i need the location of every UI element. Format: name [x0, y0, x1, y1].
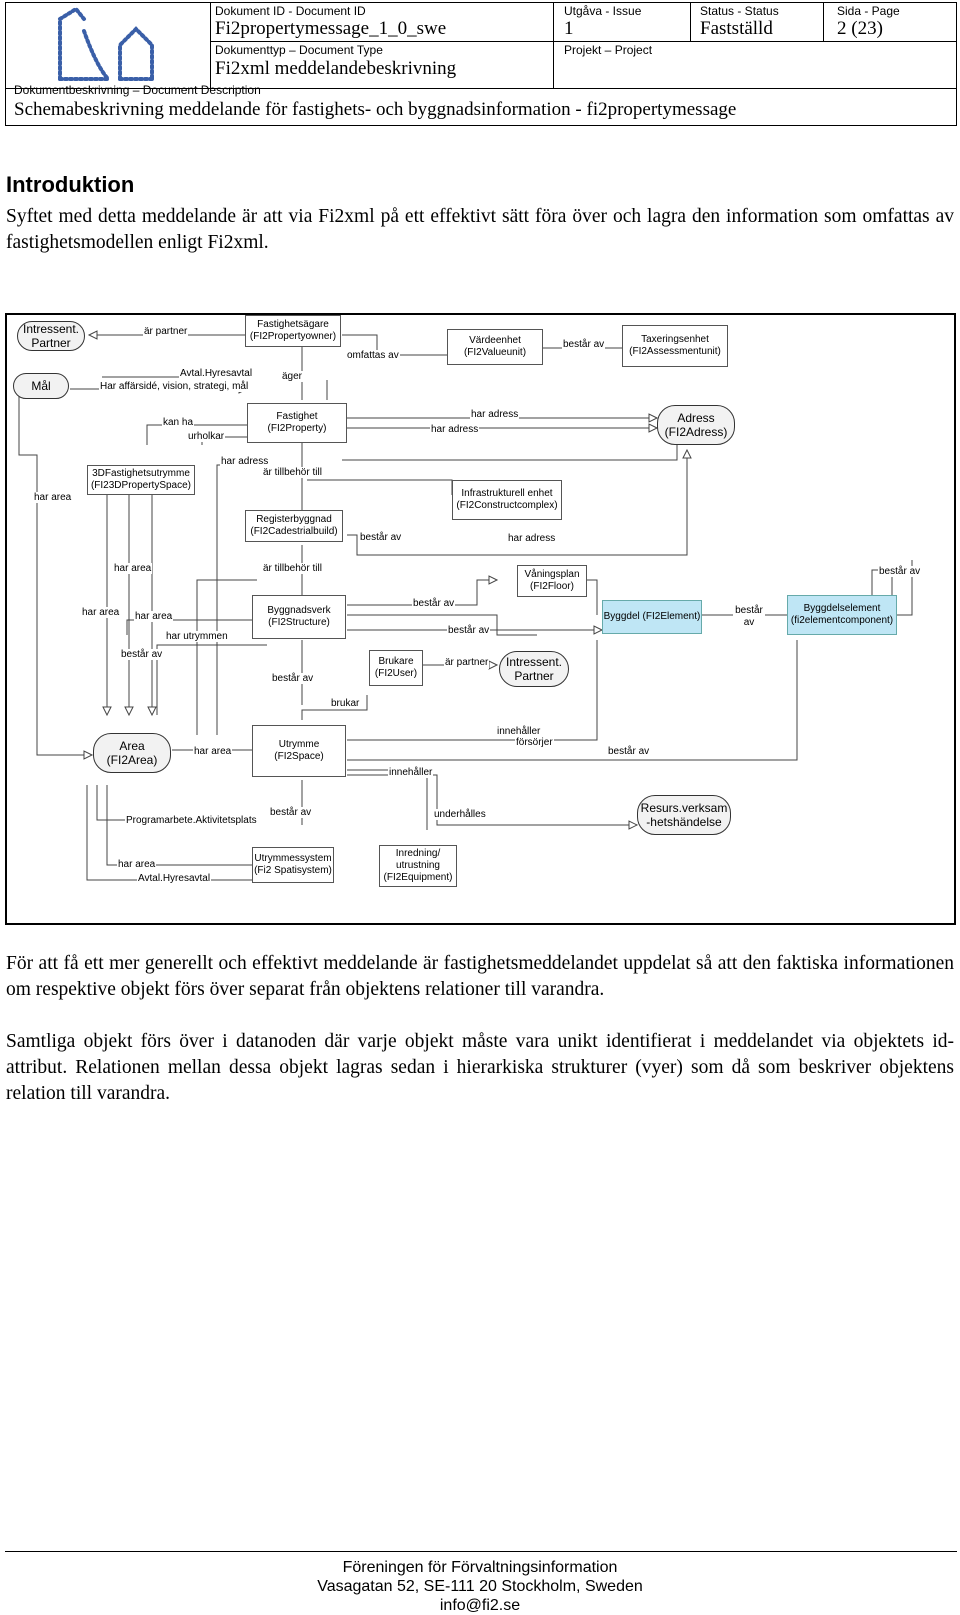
utrymme-box: Utrymme(FI2Space) — [252, 725, 346, 777]
page-label: Sida - Page — [837, 4, 900, 18]
relation-label: består av — [359, 532, 403, 543]
status: Fastställd — [700, 18, 773, 39]
description-label: Dokumentbeskrivning – Document Descripti… — [14, 83, 261, 97]
relation-label: har adress — [430, 424, 480, 435]
relation-label: är tillbehör till — [262, 467, 323, 478]
footer-divider — [5, 1551, 957, 1552]
fi2-house-logo-icon — [58, 6, 154, 81]
intro-paragraph: Syftet med detta meddelande är att via F… — [6, 206, 954, 253]
brukare-box: Brukare(FI2User) — [369, 650, 423, 686]
relation-label: innehåller — [388, 767, 434, 778]
relation-label: består av — [269, 807, 313, 818]
relation-label: består av — [120, 649, 164, 660]
relation-label: Har affärsidé, vision, strategi, mål — [99, 381, 250, 392]
description: Schemabeskrivning meddelande för fastigh… — [14, 99, 737, 120]
issue-label: Utgåva - Issue — [564, 4, 642, 18]
footer-address: Vasagatan 52, SE-111 20 Stockholm, Swede… — [317, 1578, 643, 1595]
byggdel-box: Byggdel (FI2Element) — [602, 600, 702, 634]
relation-label: är partner — [444, 657, 490, 669]
fastighet-box: Fastighet(FI2Property) — [247, 403, 347, 443]
fastighetsagare-box: Fastighetsägare(FI2Propertyowner) — [245, 315, 341, 347]
paragraph-2: För att få ett mer generellt och effekti… — [6, 953, 954, 1000]
footer-org: Föreningen för Förvaltningsinformation — [342, 1559, 618, 1576]
utrymmessystem-box: Utrymmessystem(Fi2 Spatisystem) — [252, 847, 334, 883]
relation-label: består av — [447, 625, 491, 636]
infrastrukturell-enhet-box: Infrastrukturell enhet(FI2Constructcompl… — [452, 480, 562, 520]
relation-label: består av — [271, 673, 315, 684]
paragraph-3: Samtliga objekt förs över i datanoden dä… — [6, 1031, 954, 1104]
project-label: Projekt – Project — [564, 43, 653, 57]
document-header: Dokument ID - Document ID Fi2propertymes… — [5, 2, 957, 126]
registerbyggnad-box: Registerbyggnad(FI2Cadestrialbuild) — [245, 510, 343, 542]
doc-id: Fi2propertymessage_1_0_swe — [215, 18, 447, 39]
area-box: Area(FI2Area) — [93, 733, 171, 773]
relation-label: underhålles — [433, 809, 487, 820]
relation-label: har area — [113, 563, 153, 574]
doc-id-label: Dokument ID - Document ID — [215, 4, 366, 18]
relation-label: består av — [412, 598, 456, 609]
inredning-box: Inredning/utrustning(FI2Equipment) — [379, 845, 457, 887]
relation-label: består av — [607, 746, 651, 757]
relation-label: Avtal.Hyresavtal — [179, 368, 254, 379]
relation-label: brukar — [330, 698, 361, 709]
relation-label: består av — [562, 339, 606, 350]
relation-label: kan ha — [162, 417, 195, 428]
relation-label: omfattas av — [346, 350, 400, 361]
status-label: Status - Status — [700, 4, 779, 18]
relation-label: har adress — [470, 409, 520, 420]
property-model-diagram: Intressent.Partner Mål Fastighetsägare(F… — [5, 313, 956, 925]
relation-label: har area — [81, 607, 121, 618]
relation-label: försörjer — [515, 737, 554, 748]
relation-label: har adress — [220, 456, 270, 467]
relation-label: består av — [878, 566, 922, 577]
page-title: Introduktion — [6, 172, 135, 197]
mal-box: Mål — [13, 373, 69, 399]
relation-label: Programarbete.Aktivitetsplats — [125, 815, 258, 826]
relation-label: har area — [134, 611, 174, 622]
relation-label: har area — [193, 746, 233, 757]
vardeenhet-box: Värdeenhet(FI2Valueunit) — [447, 329, 543, 365]
issue: 1 — [564, 18, 574, 39]
intressent-partner-box: Intressent.Partner — [17, 321, 85, 351]
page-number: 2 (23) — [837, 18, 883, 39]
footer-email: info@fi2.se — [439, 1597, 521, 1614]
vaningsplan-box: Våningsplan(FI2Floor) — [517, 565, 587, 597]
relation-label: innehåller — [496, 726, 542, 737]
relation-label: är tillbehör till — [262, 563, 323, 574]
byggnadsverk-box: Byggnadsverk(FI2Structure) — [252, 595, 346, 639]
relation-label: har adress — [507, 533, 557, 544]
doctype-label: Dokumenttyp – Document Type — [215, 43, 383, 57]
3dfastighetsutrymme-box: 3DFastighetsutrymme(FI23DPropertySpace) — [87, 465, 195, 495]
relation-label: har area — [117, 859, 157, 870]
relation-label: urholkar — [187, 431, 226, 442]
intressent-partner-box-2: Intressent.Partner — [499, 651, 569, 687]
taxeringsenhet-box: Taxeringsenhet(FI2Assessmentunit) — [622, 325, 728, 367]
relation-label: Avtal.Hyresavtal — [137, 873, 212, 884]
resurs-verksamhetshandelse-box: Resurs.verksam-hetshändelse — [637, 795, 731, 835]
byggdelselement-box: Byggdelselement(fi2elementcomponent) — [787, 595, 897, 635]
adress-box: Adress(FI2Adress) — [657, 405, 735, 445]
relation-label: är partner — [143, 326, 189, 337]
relation-label: har utrymmen — [165, 631, 229, 642]
relation-label: består av — [733, 605, 765, 629]
doctype: Fi2xml meddelandebeskrivning — [215, 58, 457, 79]
relation-label: har area — [33, 492, 73, 503]
relation-label: äger — [281, 371, 304, 382]
